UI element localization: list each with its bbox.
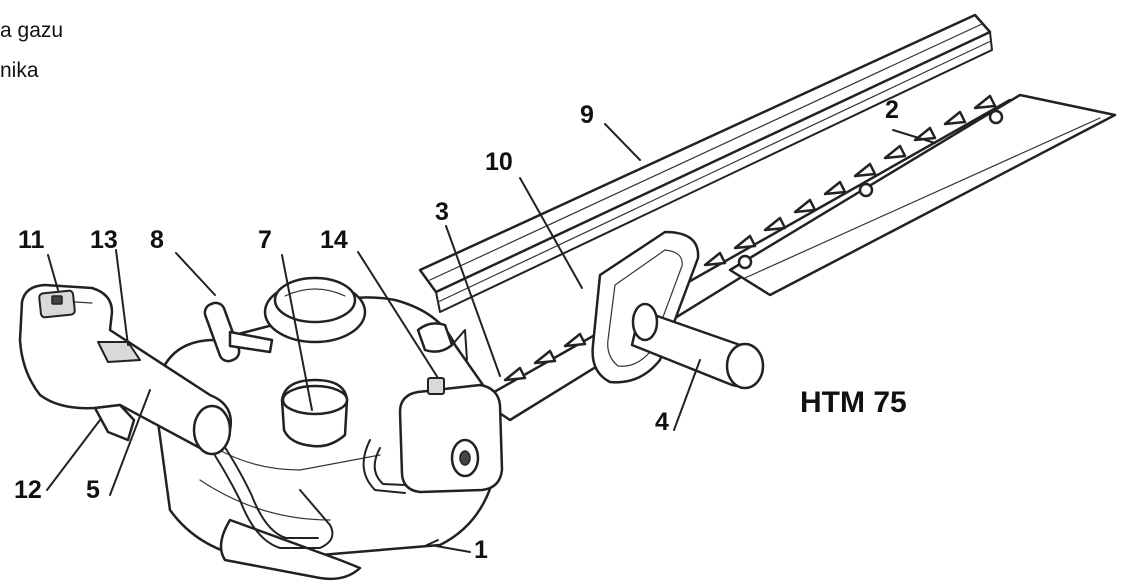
callout-14: 14 <box>320 226 348 254</box>
callout-9: 9 <box>580 101 594 129</box>
cutter-blade <box>478 93 1117 422</box>
leader-line-4 <box>673 359 701 431</box>
callout-12: 12 <box>14 476 42 504</box>
leader-line-1 <box>435 545 471 553</box>
callout-10: 10 <box>485 148 513 176</box>
starter-grip <box>203 301 274 363</box>
callout-1: 1 <box>474 536 488 564</box>
leader-line-2 <box>892 129 936 144</box>
leader-line-11 <box>47 254 59 291</box>
callout-3: 3 <box>435 198 449 226</box>
leader-line-5 <box>109 389 151 496</box>
air-filter-cover <box>398 383 504 494</box>
leader-line-8 <box>175 252 216 296</box>
blade-guard <box>418 13 993 313</box>
leader-line-12 <box>46 419 101 491</box>
callout-2: 2 <box>885 96 899 124</box>
text-fragment-second: nika <box>0 59 39 82</box>
leader-line-13 <box>115 249 129 346</box>
callout-4: 4 <box>655 408 669 436</box>
leader-line-1-arrow <box>424 539 439 547</box>
callout-13: 13 <box>90 226 118 254</box>
leader-line-10 <box>519 177 583 289</box>
leader-lines <box>46 123 936 553</box>
leader-line-7 <box>281 254 313 411</box>
callout-8: 8 <box>150 226 164 254</box>
callout-7: 7 <box>258 226 272 254</box>
leader-line-14 <box>357 251 439 379</box>
text-fragment-top: a gazu <box>0 19 64 42</box>
engine-body <box>153 276 504 581</box>
model-label: HTM 75 <box>800 386 907 419</box>
leader-line-9 <box>604 123 641 161</box>
front-handle <box>630 302 765 390</box>
rear-handle <box>18 283 334 549</box>
callout-5: 5 <box>86 476 100 504</box>
leader-line-3 <box>445 225 501 377</box>
callout-11: 11 <box>18 226 45 254</box>
